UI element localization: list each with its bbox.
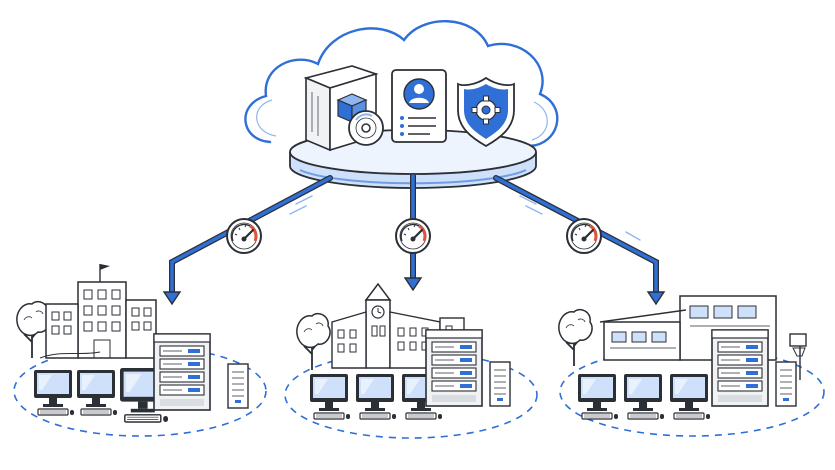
server-rack-icon	[711, 329, 769, 407]
shield-gear-icon	[457, 76, 515, 148]
ups-box	[227, 363, 249, 409]
clock-tower-icon	[364, 282, 392, 369]
ups-box	[775, 361, 797, 407]
monitor-icon	[309, 373, 443, 420]
site-center	[284, 282, 538, 439]
speed-gauge-icon	[225, 217, 603, 255]
modern-school-building	[599, 295, 777, 361]
optical-disc-icon	[348, 110, 384, 146]
monitor-icon	[577, 373, 711, 420]
arrow-down-icon	[162, 277, 666, 306]
basketball-hoop-icon	[789, 333, 807, 380]
site-left	[13, 264, 267, 437]
user-profile-card-icon	[391, 69, 447, 143]
site-right	[558, 295, 825, 437]
monitor-icon	[33, 369, 118, 416]
school-building-left	[39, 264, 157, 359]
platform-disc	[289, 129, 537, 189]
tree-icon	[16, 300, 51, 359]
server-rack-icon	[425, 329, 483, 407]
flag-icon	[100, 264, 110, 270]
tree-icon	[296, 312, 331, 371]
server-rack-icon	[153, 333, 211, 411]
ups-box	[489, 361, 511, 407]
software-package-icon	[303, 65, 379, 152]
tree-icon	[558, 308, 593, 367]
